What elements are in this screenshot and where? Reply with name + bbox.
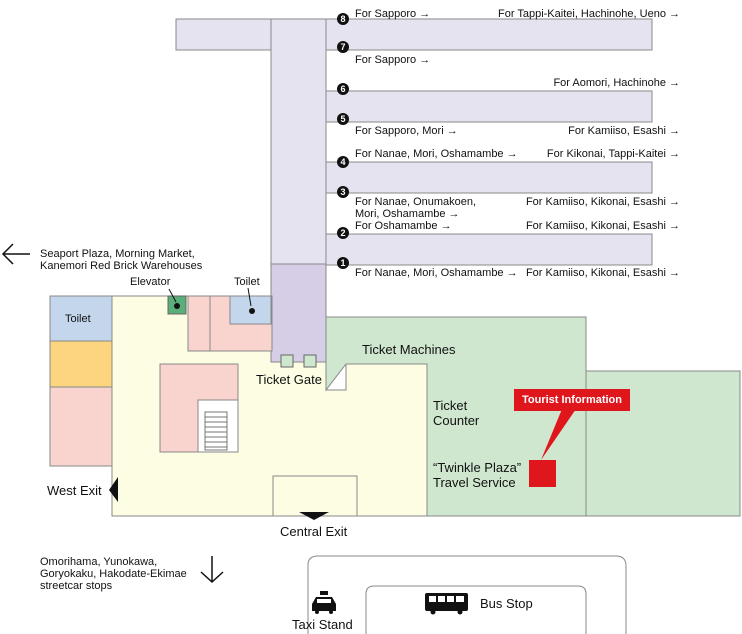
toilet-dot [249, 308, 255, 314]
elevator-label: Elevator [130, 276, 171, 288]
bus-taxi-area [307, 555, 627, 634]
tourist-info-label: Tourist Information [514, 389, 630, 411]
ticket-gate-b [303, 354, 317, 368]
toilet-top-label: Toilet [234, 276, 260, 288]
track-4-right: For Kikonai, Tappi-Kaitei → [546, 148, 680, 160]
left-pink-block [49, 386, 113, 467]
central-exit-area [272, 475, 358, 517]
track-2-badge: 2 [337, 227, 349, 239]
shop-upper-a [187, 295, 211, 352]
taxi-icon [312, 591, 336, 614]
ticket-area [325, 316, 587, 517]
track-1-badge: 1 [337, 257, 349, 269]
track-1-right: For Kamiiso, Kikonai, Esashi → [525, 267, 680, 279]
track-8-left: For Sapporo → [355, 8, 431, 20]
track-5-right: For Kamiiso, Esashi → [568, 125, 680, 137]
left-arrow-icon [1, 243, 30, 265]
west-exit-label: West Exit [47, 483, 102, 498]
track-5-badge: 5 [337, 113, 349, 125]
track-7-left: For Sapporo → [355, 54, 431, 66]
track-4-badge: 4 [337, 156, 349, 168]
track-3-left: For Nanae, Onumakoen, Mori, Oshamambe → [355, 196, 477, 220]
central-exit-label: Central Exit [280, 524, 348, 539]
track-6-right: For Aomori, Hachinohe → [553, 77, 680, 89]
bus-icon [425, 593, 468, 615]
elevator-dot [174, 303, 180, 309]
ticket-machines-label: Ticket Machines [362, 342, 456, 357]
stairs-icon [204, 411, 228, 451]
platform-b [325, 161, 653, 194]
ticket-gate-label: Ticket Gate [256, 372, 322, 387]
track-8-right: For Tappi-Kaitei, Hachinohe, Ueno → [497, 8, 680, 20]
track-5-left: For Sapporo, Mori → [355, 125, 458, 137]
down-arrow-icon [200, 556, 224, 584]
track-3-right: For Kamiiso, Kikonai, Esashi → [525, 196, 680, 208]
streetcar-label: Omorihama, Yunokawa, Goryokaku, Hakodate… [40, 556, 187, 592]
bus-stop-island [365, 585, 587, 634]
seaport-label: Seaport Plaza, Morning Market, Kanemori … [40, 248, 203, 272]
track-3-badge: 3 [337, 186, 349, 198]
taxi-stand-label: Taxi Stand [292, 617, 353, 632]
track-7-badge: 7 [337, 41, 349, 53]
track-2-left: For Oshamambe → [355, 220, 452, 232]
central-exit-arrow [299, 512, 329, 520]
toilet-leader [247, 287, 252, 307]
twinkle-plaza-label: “Twinkle Plaza” Travel Service [433, 460, 522, 490]
left-toilet-block [49, 295, 113, 342]
track-2-right: For Kamiiso, Kikonai, Esashi → [525, 220, 680, 232]
left-yellow-block [49, 340, 113, 388]
platform-stem [270, 18, 327, 265]
track-6-badge: 6 [337, 83, 349, 95]
tourist-info-pointer [541, 409, 576, 460]
track-8-badge: 8 [337, 13, 349, 25]
concourse [270, 263, 327, 363]
platform-a [325, 90, 653, 123]
west-exit-arrow [109, 477, 118, 502]
bus-stop-label: Bus Stop [480, 596, 533, 611]
track-1-left: For Nanae, Mori, Oshamambe → [355, 267, 518, 279]
platform-top [175, 18, 653, 51]
platforms [175, 18, 653, 266]
toilet-left-label: Toilet [65, 313, 91, 325]
elevator-leader [168, 288, 177, 303]
track-4-left: For Nanae, Mori, Oshamambe → [355, 148, 518, 160]
ticket-gate-a [280, 354, 294, 368]
ticket-counter-label: Ticket Counter [433, 398, 480, 428]
tourist-info-booth [529, 460, 556, 487]
platform-c [325, 233, 653, 266]
